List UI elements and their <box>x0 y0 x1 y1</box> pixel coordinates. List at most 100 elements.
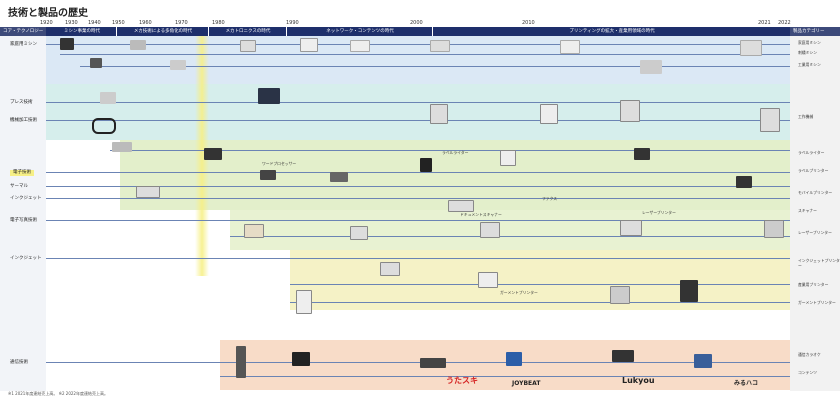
prod-scanner: スキャナー <box>798 208 817 213</box>
callout-fax: ファクス <box>542 196 558 201</box>
sewing-machine-image <box>170 60 186 70</box>
sewing-machine-image <box>60 38 74 50</box>
cat-thermal: サーマル <box>10 184 28 189</box>
karaoke-image <box>694 354 712 368</box>
timeline-line <box>60 54 790 55</box>
year-1990: 1990 <box>286 20 299 26</box>
industrial-printer-image <box>610 286 630 304</box>
prod-inkjet-printer: インクジェットプリンター <box>798 258 840 268</box>
word-processor-image <box>330 172 348 182</box>
prod-label-printer: ラベルプリンター <box>798 168 829 173</box>
era-sewing: ミシン事業の時代 <box>64 29 100 34</box>
cat-electronics: 電子技術 <box>10 170 34 176</box>
cat-inkjet-2: インクジェット <box>10 256 42 261</box>
laser-printer-image <box>244 224 264 238</box>
core-technology-column <box>0 36 46 391</box>
machine-tool-image <box>760 108 780 132</box>
karaoke-image <box>612 350 634 362</box>
prod-garment-printer: ガーメントプリンター <box>798 300 836 305</box>
copier-image <box>296 290 312 314</box>
era-printing: プリンティングの拡大・産業用領域の時代 <box>432 27 791 36</box>
timeline-line <box>46 220 790 221</box>
sewing-machine-image <box>740 40 762 56</box>
timeline-line <box>290 302 790 303</box>
era-mechatronics: メカトロニクスの時代 <box>208 27 287 36</box>
inkjet-printer-image <box>380 262 400 276</box>
year-1950: 1950 <box>112 20 125 26</box>
label-printer-image <box>736 176 752 188</box>
laser-printer-image <box>764 220 784 238</box>
garment-printer-image <box>478 272 498 288</box>
year-2000: 2000 <box>410 20 423 26</box>
industrial-printer-image <box>680 280 698 302</box>
prod-home-sewing: 家庭用ミシン <box>798 40 821 45</box>
callout-word-processor: ワードプロセッサー <box>262 161 297 166</box>
machine-tool-image <box>430 104 448 124</box>
timeline-line <box>46 102 790 103</box>
callout-label-writer: ラベルライター <box>442 150 469 155</box>
band-press-machining <box>46 84 790 140</box>
typewriter-image <box>204 148 222 160</box>
bicycle-image <box>92 118 116 134</box>
year-2010: 2010 <box>522 20 535 26</box>
cat-inkjet-1: インクジェット <box>10 196 42 201</box>
prod-content: コンテンツ <box>798 370 817 375</box>
machine-tool-image <box>540 104 558 124</box>
sewing-machine-image <box>240 40 256 52</box>
year-axis: 1920 1930 1940 1950 1960 1970 1980 1990 … <box>0 20 840 28</box>
utasuki-logo: うたスキ <box>446 376 478 385</box>
callout-garment-printer: ガーメントプリンター <box>500 290 538 295</box>
year-1930: 1930 <box>65 20 78 26</box>
label-writer-image <box>420 158 432 172</box>
year-1980: 1980 <box>212 20 225 26</box>
band-inkjet <box>290 250 790 310</box>
label-writer-image <box>500 150 516 166</box>
sewing-machine-image <box>350 40 370 52</box>
karaoke-image <box>292 352 310 366</box>
joybeat-logo: JOYBEAT <box>512 380 541 387</box>
label-printer-image <box>634 148 650 160</box>
scanner-image <box>448 200 474 212</box>
timeline-line <box>46 172 790 173</box>
sewing-machine-image <box>130 40 146 50</box>
laser-printer-image <box>480 222 500 238</box>
timeline-line <box>46 44 790 45</box>
timeline-line <box>290 284 790 285</box>
prod-embroidery: 刺繍ミシン <box>798 50 817 55</box>
karaoke-image <box>236 346 246 378</box>
year-2021: 2021 <box>758 20 771 26</box>
footnote: ※1 2021年度連結売上高。 ※2 2022年度連結売上高。 <box>8 391 108 396</box>
sewing-machine-image <box>430 40 450 52</box>
prod-industrial-sewing: 工業用ミシン <box>798 62 821 67</box>
typewriter-image <box>112 142 132 152</box>
sewing-machine-image <box>640 60 662 74</box>
callout-document-scanner: ドキュメントスキャナー <box>460 212 502 217</box>
timeline-line <box>220 376 790 377</box>
cat-machining: 機械加工技術 <box>10 118 37 123</box>
prod-label-writer: ラベルライター <box>798 150 825 155</box>
product-category-column <box>790 36 840 391</box>
era-diversification: メカ技術による多角化の時代 <box>116 27 209 36</box>
era-network: ネットワーク・コンテンツの時代 <box>286 27 433 36</box>
timeline-line <box>46 120 790 121</box>
karaoke-image <box>420 358 446 368</box>
band-electrophotography <box>230 210 790 250</box>
karaoke-image <box>506 352 522 366</box>
mechatronics-highlight <box>195 36 209 276</box>
cat-sewing: 家庭用ミシン <box>10 42 37 47</box>
timeline-line <box>46 258 790 259</box>
prod-mobile-printer: モバイルプリンター <box>798 190 833 195</box>
sewing-machine-image <box>90 58 102 68</box>
sewing-machine-image <box>300 38 318 52</box>
cat-press: プレス技術 <box>10 100 33 105</box>
cat-electrophotography: 電子写真技術 <box>10 218 37 223</box>
sewing-machine-image <box>560 40 580 54</box>
prod-machine-tools: 工作機械 <box>798 114 814 119</box>
timeline-line <box>46 198 790 199</box>
year-2022: 2022 <box>778 20 791 26</box>
product-category-header: 製品カテゴリー <box>790 27 840 36</box>
printer-image <box>136 186 160 198</box>
cat-communication: 通信技術 <box>10 360 28 365</box>
machine-tool-image <box>620 100 640 122</box>
mihako-logo: みるハコ <box>734 380 759 387</box>
